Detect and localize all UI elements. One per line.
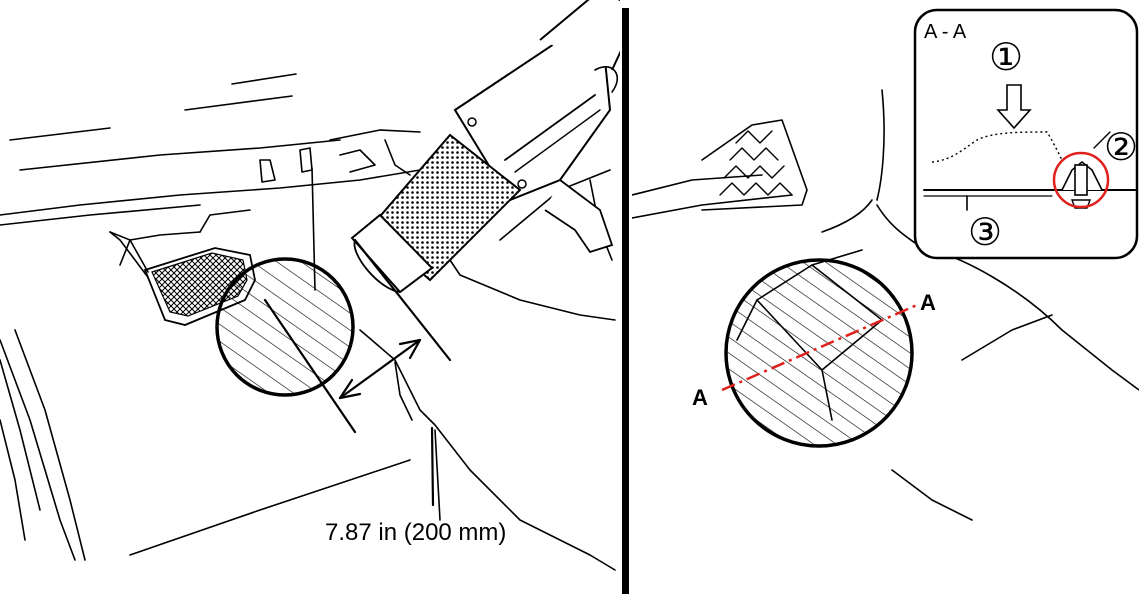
inset-title: A - A xyxy=(924,21,967,43)
right-illustration-panel: A A A - A ① ② ③ xyxy=(632,0,1139,594)
highlight-circle xyxy=(1052,151,1110,209)
callout-2: ② xyxy=(1104,127,1138,169)
down-arrow-icon xyxy=(996,84,1032,130)
panel-profile xyxy=(931,131,1063,163)
pedal-zigzag xyxy=(719,130,793,196)
heating-area-circle-right xyxy=(724,249,914,448)
dimension-lines xyxy=(263,238,452,507)
heating-area-circle xyxy=(215,257,355,397)
callout-1: ① xyxy=(989,37,1023,79)
section-inset: A - A ① ② ③ xyxy=(913,8,1139,260)
panel-divider xyxy=(622,8,629,594)
left-illustration-panel: 7.87 in (200 mm) xyxy=(0,0,620,571)
section-line xyxy=(721,303,918,392)
heat-gun-floor-illustration: 7.87 in (200 mm) xyxy=(0,0,620,571)
callout-3: ③ xyxy=(968,212,1002,254)
heat-gun xyxy=(350,0,620,294)
dimension-label: 7.87 in (200 mm) xyxy=(325,519,506,546)
section-view-illustration: A A A - A ① ② ③ xyxy=(632,8,1139,521)
section-label-start: A xyxy=(692,385,708,410)
section-label-end: A xyxy=(920,290,936,315)
clip-detail xyxy=(1052,151,1110,209)
